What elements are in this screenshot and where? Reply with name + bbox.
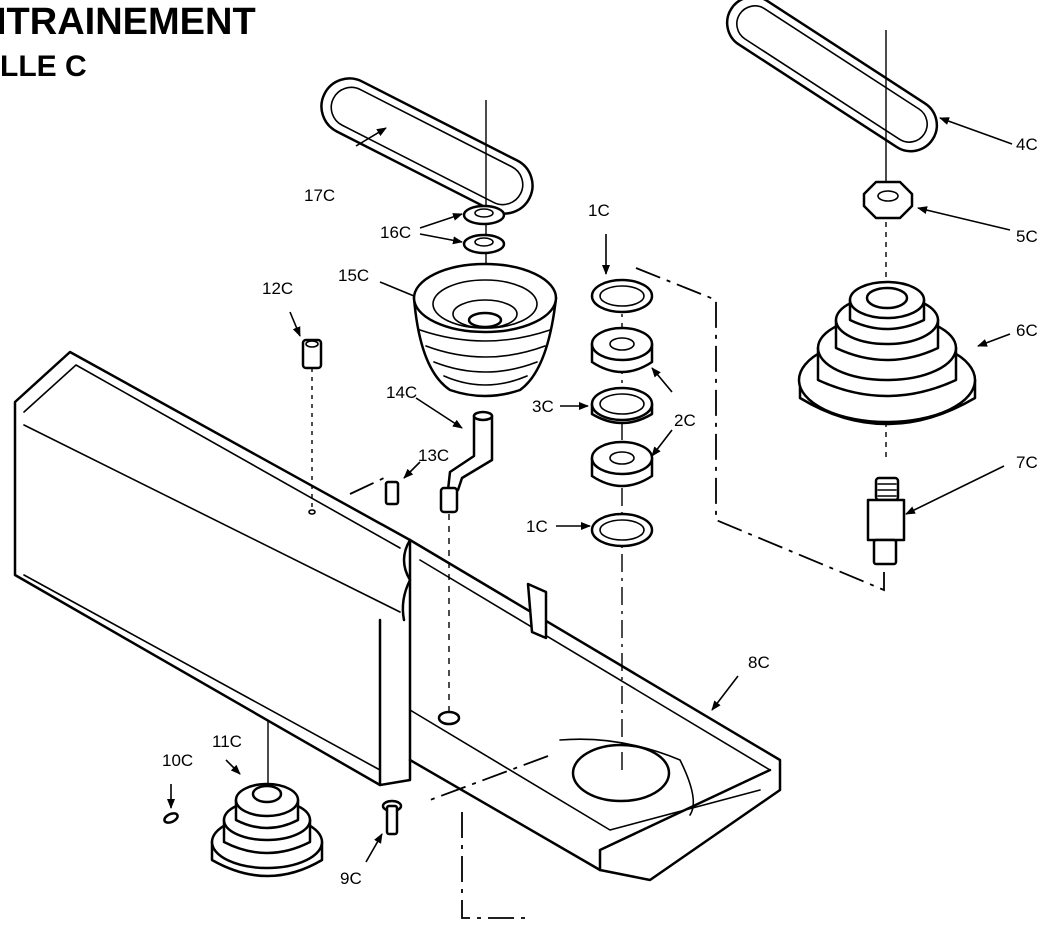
label-11c: 11C xyxy=(212,732,242,751)
label-15c: 15C xyxy=(338,266,369,285)
part-14c-13c-lever xyxy=(439,410,494,514)
part-6c-pulley xyxy=(797,280,977,426)
part-2c-bearing-bottom xyxy=(590,440,654,488)
part-12c-screw xyxy=(301,338,323,370)
part-11c-pulley xyxy=(210,782,324,878)
part-16c-bearings xyxy=(462,204,506,255)
part-9c-bolt xyxy=(381,799,403,836)
label-2c: 2C xyxy=(674,411,696,430)
leader-arrows xyxy=(167,117,1013,863)
label-10c: 10C xyxy=(162,751,193,770)
part-8c-housing xyxy=(13,350,782,882)
label-4c: 4C xyxy=(1016,135,1038,154)
part-17c-belt xyxy=(320,77,534,215)
part-3c-spacer xyxy=(590,386,654,425)
part-10c-setscrew xyxy=(163,812,179,824)
label-1c-bottom: 1C xyxy=(526,517,548,536)
label-7c: 7C xyxy=(1016,453,1038,472)
label-8c: 8C xyxy=(748,653,770,672)
label-16c: 16C xyxy=(380,223,411,242)
diagram-title-line1: ITRAINEMENT xyxy=(0,1,256,43)
part-1c-circlip-bottom xyxy=(590,512,654,548)
label-9c: 9C xyxy=(340,869,362,888)
label-3c: 3C xyxy=(532,397,554,416)
part-1c-circlip-top xyxy=(590,278,654,314)
part-5c-nut xyxy=(862,180,914,220)
part-15c-pulley xyxy=(412,262,558,398)
label-6c: 6C xyxy=(1016,321,1038,340)
small-screw xyxy=(384,480,400,506)
label-17c: 17C xyxy=(304,186,335,205)
label-13c: 13C xyxy=(418,446,449,465)
label-12c: 12C xyxy=(262,279,293,298)
part-2c-bearing-top xyxy=(590,326,654,374)
part-7c-shaft xyxy=(866,476,906,566)
label-14c: 14C xyxy=(386,383,417,402)
label-1c-top: 1C xyxy=(588,201,610,220)
diagram-title-line2: LLE C xyxy=(0,50,87,83)
part-4c-belt xyxy=(725,0,939,153)
label-5c: 5C xyxy=(1016,227,1038,246)
